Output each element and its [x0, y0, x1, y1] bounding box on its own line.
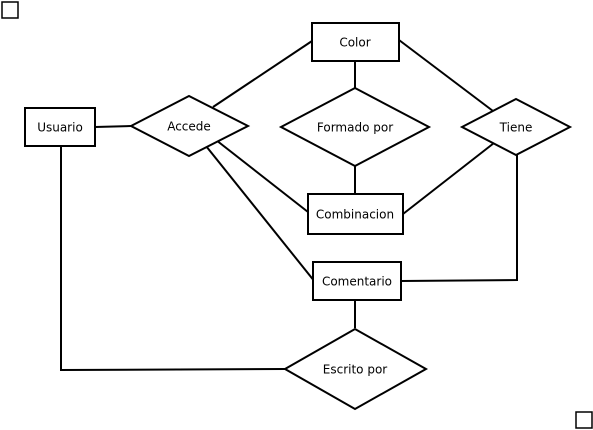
relationship-escrito-por[interactable]: Escrito por — [282, 327, 429, 411]
edge-accede-color — [212, 40, 313, 108]
entity-combinacion-label: Combinacion — [316, 208, 394, 222]
entity-comentario-label: Comentario — [322, 275, 392, 289]
relationship-tiene[interactable]: Tiene — [459, 97, 573, 157]
entity-usuario-label: Usuario — [37, 121, 83, 135]
edge-usuario-escrito-por — [60, 146, 286, 372]
edge-tiene-comentario — [400, 155, 518, 282]
relationship-formado-por-label: Formado por — [317, 121, 393, 135]
entity-color[interactable]: Color — [311, 22, 400, 62]
connector-lines — [60, 39, 518, 372]
relationship-escrito-por-label: Escrito por — [323, 363, 388, 377]
edge-tiene-combinacion — [402, 142, 495, 215]
relationship-accede[interactable]: Accede — [128, 94, 251, 158]
relationship-formado-por[interactable]: Formado por — [278, 86, 432, 168]
edge-color-tiene — [398, 39, 494, 112]
relationship-tiene-label: Tiene — [499, 121, 533, 135]
entity-color-label: Color — [339, 36, 370, 50]
edge-usuario-accede — [94, 125, 132, 128]
entity-usuario[interactable]: Usuario — [24, 107, 96, 147]
edge-accede-combinacion — [215, 139, 309, 213]
entity-combinacion[interactable]: Combinacion — [307, 193, 404, 235]
entity-comentario[interactable]: Comentario — [312, 261, 402, 301]
relationship-accede-label: Accede — [167, 120, 211, 134]
canvas-bottom-right-handle[interactable] — [575, 411, 593, 429]
canvas-top-left-handle[interactable] — [1, 1, 19, 19]
edge-accede-comentario — [205, 145, 316, 283]
